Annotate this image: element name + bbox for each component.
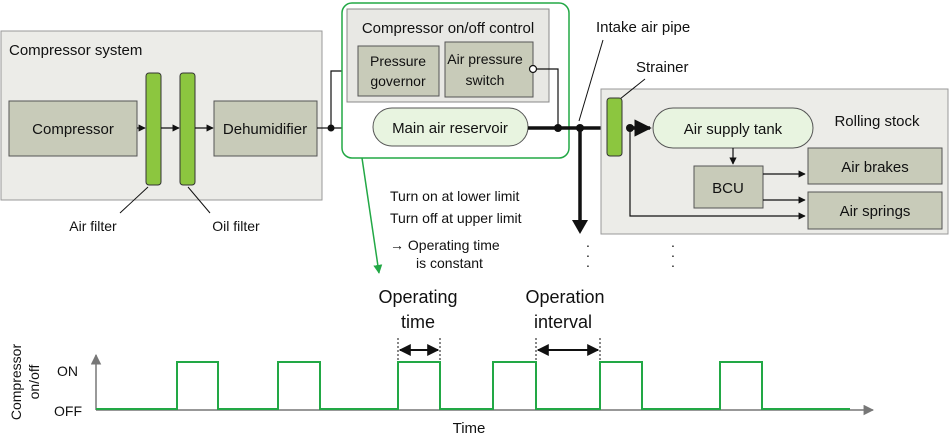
strainer bbox=[606, 97, 623, 157]
note-line-3: → Operating time bbox=[390, 237, 500, 253]
operating-time-label-2: time bbox=[401, 312, 435, 332]
on-label: ON bbox=[57, 363, 78, 379]
oil-filter-label: Oil filter bbox=[212, 218, 260, 234]
off-label: OFF bbox=[54, 403, 82, 419]
air-filter-label: Air filter bbox=[69, 218, 117, 234]
pressure-governor-label-1: Pressure bbox=[370, 53, 426, 69]
operation-interval-label-2: interval bbox=[534, 312, 592, 332]
air-supply-tank-label: Air supply tank bbox=[684, 121, 783, 138]
note-line-2: Turn off at upper limit bbox=[390, 210, 522, 226]
operation-interval-label-1: Operation bbox=[525, 287, 604, 307]
svg-text:·: · bbox=[671, 247, 676, 263]
compressor-box bbox=[8, 100, 138, 157]
operating-time-label-1: Operating bbox=[378, 287, 457, 307]
strainer-label: Strainer bbox=[636, 59, 689, 76]
control-title: Compressor on/off control bbox=[362, 20, 534, 37]
rolling-stock-title: Rolling stock bbox=[834, 113, 920, 130]
y-axis-label-2: on/off bbox=[26, 365, 42, 400]
dehumidifier-box bbox=[213, 100, 318, 157]
bcu-label: BCU bbox=[712, 180, 744, 197]
note-line-1: Turn on at lower limit bbox=[390, 188, 520, 204]
air-brakes-box bbox=[807, 147, 943, 185]
on-off-signal bbox=[96, 361, 850, 410]
compressor-system-title: Compressor system bbox=[9, 42, 142, 59]
air-brakes-label: Air brakes bbox=[841, 159, 909, 176]
compressor-label: Compressor bbox=[32, 121, 114, 138]
intake-air-pipe-label: Intake air pipe bbox=[596, 19, 690, 36]
air-springs-label: Air springs bbox=[840, 203, 911, 220]
dehumidifier-label: Dehumidifier bbox=[223, 121, 307, 138]
air-pressure-switch-box bbox=[444, 41, 534, 98]
main-air-reservoir-label: Main air reservoir bbox=[392, 120, 508, 137]
y-axis-label-1: Compressor bbox=[8, 344, 24, 421]
svg-text:·: · bbox=[586, 237, 591, 253]
note-line-4: is constant bbox=[416, 255, 483, 271]
pressure-governor-label-2: governor bbox=[370, 73, 426, 89]
air-pressure-switch-label-1: Air pressure bbox=[447, 51, 523, 67]
oil-filter bbox=[179, 72, 196, 186]
bcu-box bbox=[693, 165, 764, 209]
air-pressure-switch-label-2: switch bbox=[466, 72, 505, 88]
svg-text:·: · bbox=[671, 257, 676, 273]
svg-text:·: · bbox=[586, 247, 591, 263]
svg-text:·: · bbox=[671, 237, 676, 253]
air-filter bbox=[145, 72, 162, 186]
x-axis-label: Time bbox=[453, 420, 486, 434]
air-springs-box bbox=[807, 191, 943, 230]
pressure-governor-box bbox=[357, 45, 440, 97]
svg-text:·: · bbox=[586, 257, 591, 273]
